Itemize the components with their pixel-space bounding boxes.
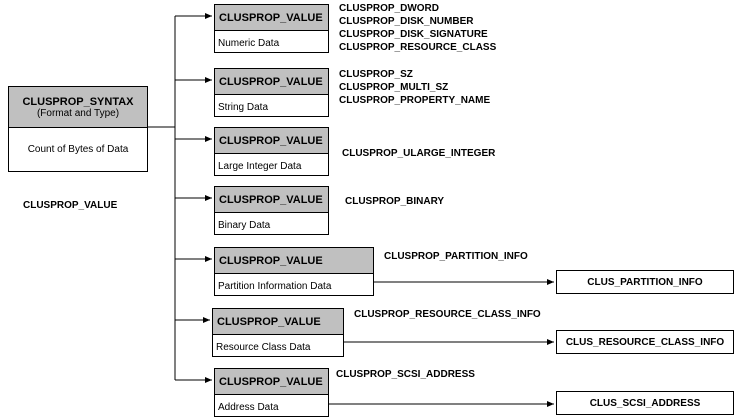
type-label: CLUSPROP_MULTI_SZ <box>339 82 449 93</box>
type-list-binary: CLUSPROP_BINARY <box>345 195 444 208</box>
value-box-resource-class: CLUSPROP_VALUE Resource Class Data <box>212 308 344 357</box>
type-list-partition: CLUSPROP_PARTITION_INFO <box>384 250 528 263</box>
clus-partition-info-box: CLUS_PARTITION_INFO <box>556 270 734 294</box>
value-box-header: CLUSPROP_VALUE <box>215 69 328 95</box>
value-box-body: Binary Data <box>218 219 271 231</box>
value-box-header: CLUSPROP_VALUE <box>213 309 343 335</box>
type-label: CLUSPROP_SZ <box>339 69 413 80</box>
type-label: CLUSPROP_PROPERTY_NAME <box>339 95 491 106</box>
value-box-header: CLUSPROP_VALUE <box>215 187 328 213</box>
clusprop-value-label: CLUSPROP_VALUE <box>23 200 118 211</box>
value-box-partition: CLUSPROP_VALUE Partition Information Dat… <box>214 247 374 296</box>
type-list-address: CLUSPROP_SCSI_ADDRESS <box>336 368 475 381</box>
clusprop-syntax-header: CLUSPROP_SYNTAX (Format and Type) <box>9 87 147 128</box>
type-list-resource-class: CLUSPROP_RESOURCE_CLASS_INFO <box>354 308 541 321</box>
value-box-body: Large Integer Data <box>218 160 302 172</box>
value-box-address: CLUSPROP_VALUE Address Data <box>214 368 329 417</box>
type-list-large-integer: CLUSPROP_ULARGE_INTEGER <box>342 147 495 160</box>
type-label: CLUSPROP_SCSI_ADDRESS <box>336 369 475 380</box>
syntax-subtitle: (Format and Type) <box>36 107 120 119</box>
value-box-large-integer: CLUSPROP_VALUE Large Integer Data <box>214 127 329 176</box>
type-label: CLUSPROP_ULARGE_INTEGER <box>342 148 496 159</box>
type-label: CLUSPROP_RESOURCE_CLASS <box>339 42 497 53</box>
type-label: CLUSPROP_DWORD <box>339 3 440 14</box>
type-label: CLUSPROP_DISK_SIGNATURE <box>339 29 488 40</box>
type-list-string: CLUSPROP_SZ CLUSPROP_MULTI_SZ CLUSPROP_P… <box>339 68 490 107</box>
value-box-header: CLUSPROP_VALUE <box>215 369 328 395</box>
value-box-numeric: CLUSPROP_VALUE Numeric Data <box>214 4 329 53</box>
value-box-body: Partition Information Data <box>218 280 332 292</box>
clus-scsi-address-box: CLUS_SCSI_ADDRESS <box>556 391 734 415</box>
syntax-title: CLUSPROP_SYNTAX <box>22 95 134 108</box>
value-box-header: CLUSPROP_VALUE <box>215 128 328 154</box>
type-label: CLUSPROP_BINARY <box>345 196 445 207</box>
clusprop-syntax-box: CLUSPROP_SYNTAX (Format and Type) Count … <box>8 86 148 172</box>
syntax-count-label: Count of Bytes of Data <box>27 144 129 155</box>
type-label: CLUSPROP_RESOURCE_CLASS_INFO <box>354 309 541 320</box>
value-box-body: String Data <box>218 101 269 113</box>
value-box-string: CLUSPROP_VALUE String Data <box>214 68 329 117</box>
value-box-body: Resource Class Data <box>216 341 311 353</box>
value-box-binary: CLUSPROP_VALUE Binary Data <box>214 186 329 235</box>
value-box-body: Address Data <box>218 401 279 413</box>
type-label: CLUSPROP_DISK_NUMBER <box>339 16 474 27</box>
value-box-body: Numeric Data <box>218 37 280 49</box>
value-box-header: CLUSPROP_VALUE <box>215 5 328 31</box>
clus-resource-class-info-box: CLUS_RESOURCE_CLASS_INFO <box>556 330 734 354</box>
value-box-header: CLUSPROP_VALUE <box>215 248 373 274</box>
type-list-numeric: CLUSPROP_DWORD CLUSPROP_DISK_NUMBER CLUS… <box>339 2 496 54</box>
type-label: CLUSPROP_PARTITION_INFO <box>384 251 528 262</box>
